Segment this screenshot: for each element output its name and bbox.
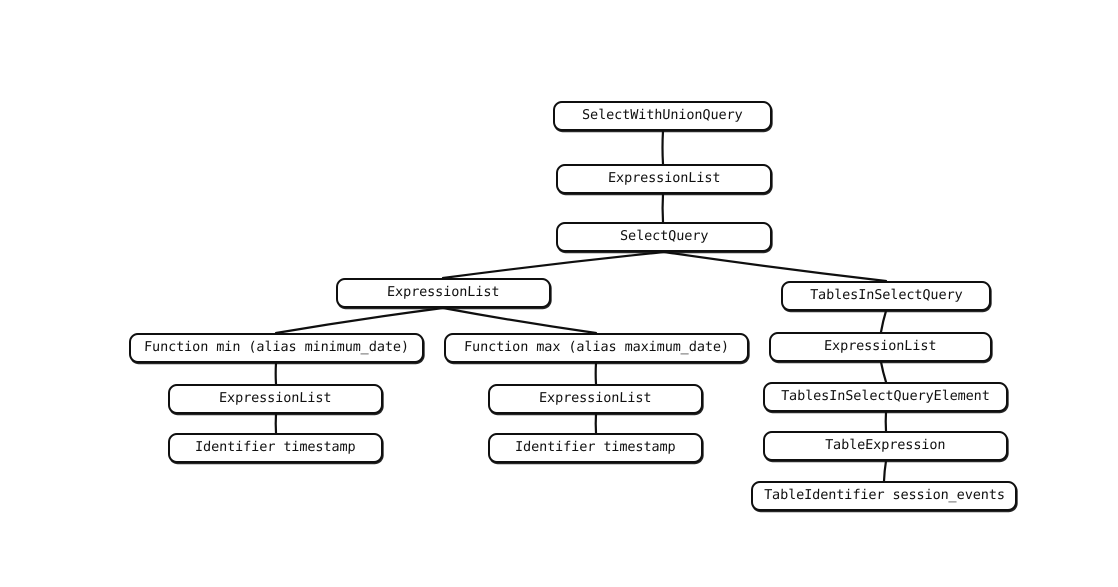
node-label: SelectWithUnionQuery xyxy=(581,107,744,124)
node-label: Identifier timestamp xyxy=(194,439,357,456)
node-n5[interactable]: Function min (alias minimum_date) xyxy=(129,333,424,363)
node-n2[interactable]: SelectQuery xyxy=(556,222,772,252)
node-n11[interactable]: Identifier timestamp xyxy=(168,433,383,463)
edge-n13-to-n14 xyxy=(882,459,888,483)
node-n9[interactable]: ExpressionList xyxy=(488,384,703,414)
node-n8[interactable]: ExpressionList xyxy=(168,384,383,414)
node-n1[interactable]: ExpressionList xyxy=(556,164,772,194)
node-label: TablesInSelectQuery xyxy=(809,287,963,304)
node-label: TableIdentifier session_events xyxy=(763,487,1005,504)
node-label: ExpressionList xyxy=(387,284,500,301)
node-n12[interactable]: Identifier timestamp xyxy=(488,433,703,463)
edge-n3-to-n6 xyxy=(441,306,598,335)
node-label: ExpressionList xyxy=(539,390,652,407)
node-label: TableExpression xyxy=(825,437,947,454)
node-n14[interactable]: TableIdentifier session_events xyxy=(751,481,1017,511)
node-label: Identifier timestamp xyxy=(514,439,677,456)
edge-n2-to-n4 xyxy=(662,250,888,283)
edge-n2-to-n3 xyxy=(441,250,666,280)
node-label: TablesInSelectQueryElement xyxy=(780,388,991,405)
edge-n3-to-n5 xyxy=(274,306,445,335)
node-n3[interactable]: ExpressionList xyxy=(336,278,551,308)
node-n6[interactable]: Function max (alias maximum_date) xyxy=(444,333,749,363)
node-label: ExpressionList xyxy=(824,338,937,355)
node-n0[interactable]: SelectWithUnionQuery xyxy=(553,101,772,131)
edge-n4-to-n7 xyxy=(879,309,888,334)
node-label: Function max (alias maximum_date) xyxy=(463,339,730,356)
node-n4[interactable]: TablesInSelectQuery xyxy=(781,281,991,311)
node-label: ExpressionList xyxy=(607,170,721,187)
edge-n7-to-n10 xyxy=(879,360,888,384)
node-label: SelectQuery xyxy=(619,228,709,245)
node-label: ExpressionList xyxy=(219,390,332,407)
node-n10[interactable]: TablesInSelectQueryElement xyxy=(763,382,1008,412)
node-n13[interactable]: TableExpression xyxy=(763,431,1008,461)
node-n7[interactable]: ExpressionList xyxy=(769,332,992,362)
node-label: Function min (alias minimum_date) xyxy=(143,339,410,356)
